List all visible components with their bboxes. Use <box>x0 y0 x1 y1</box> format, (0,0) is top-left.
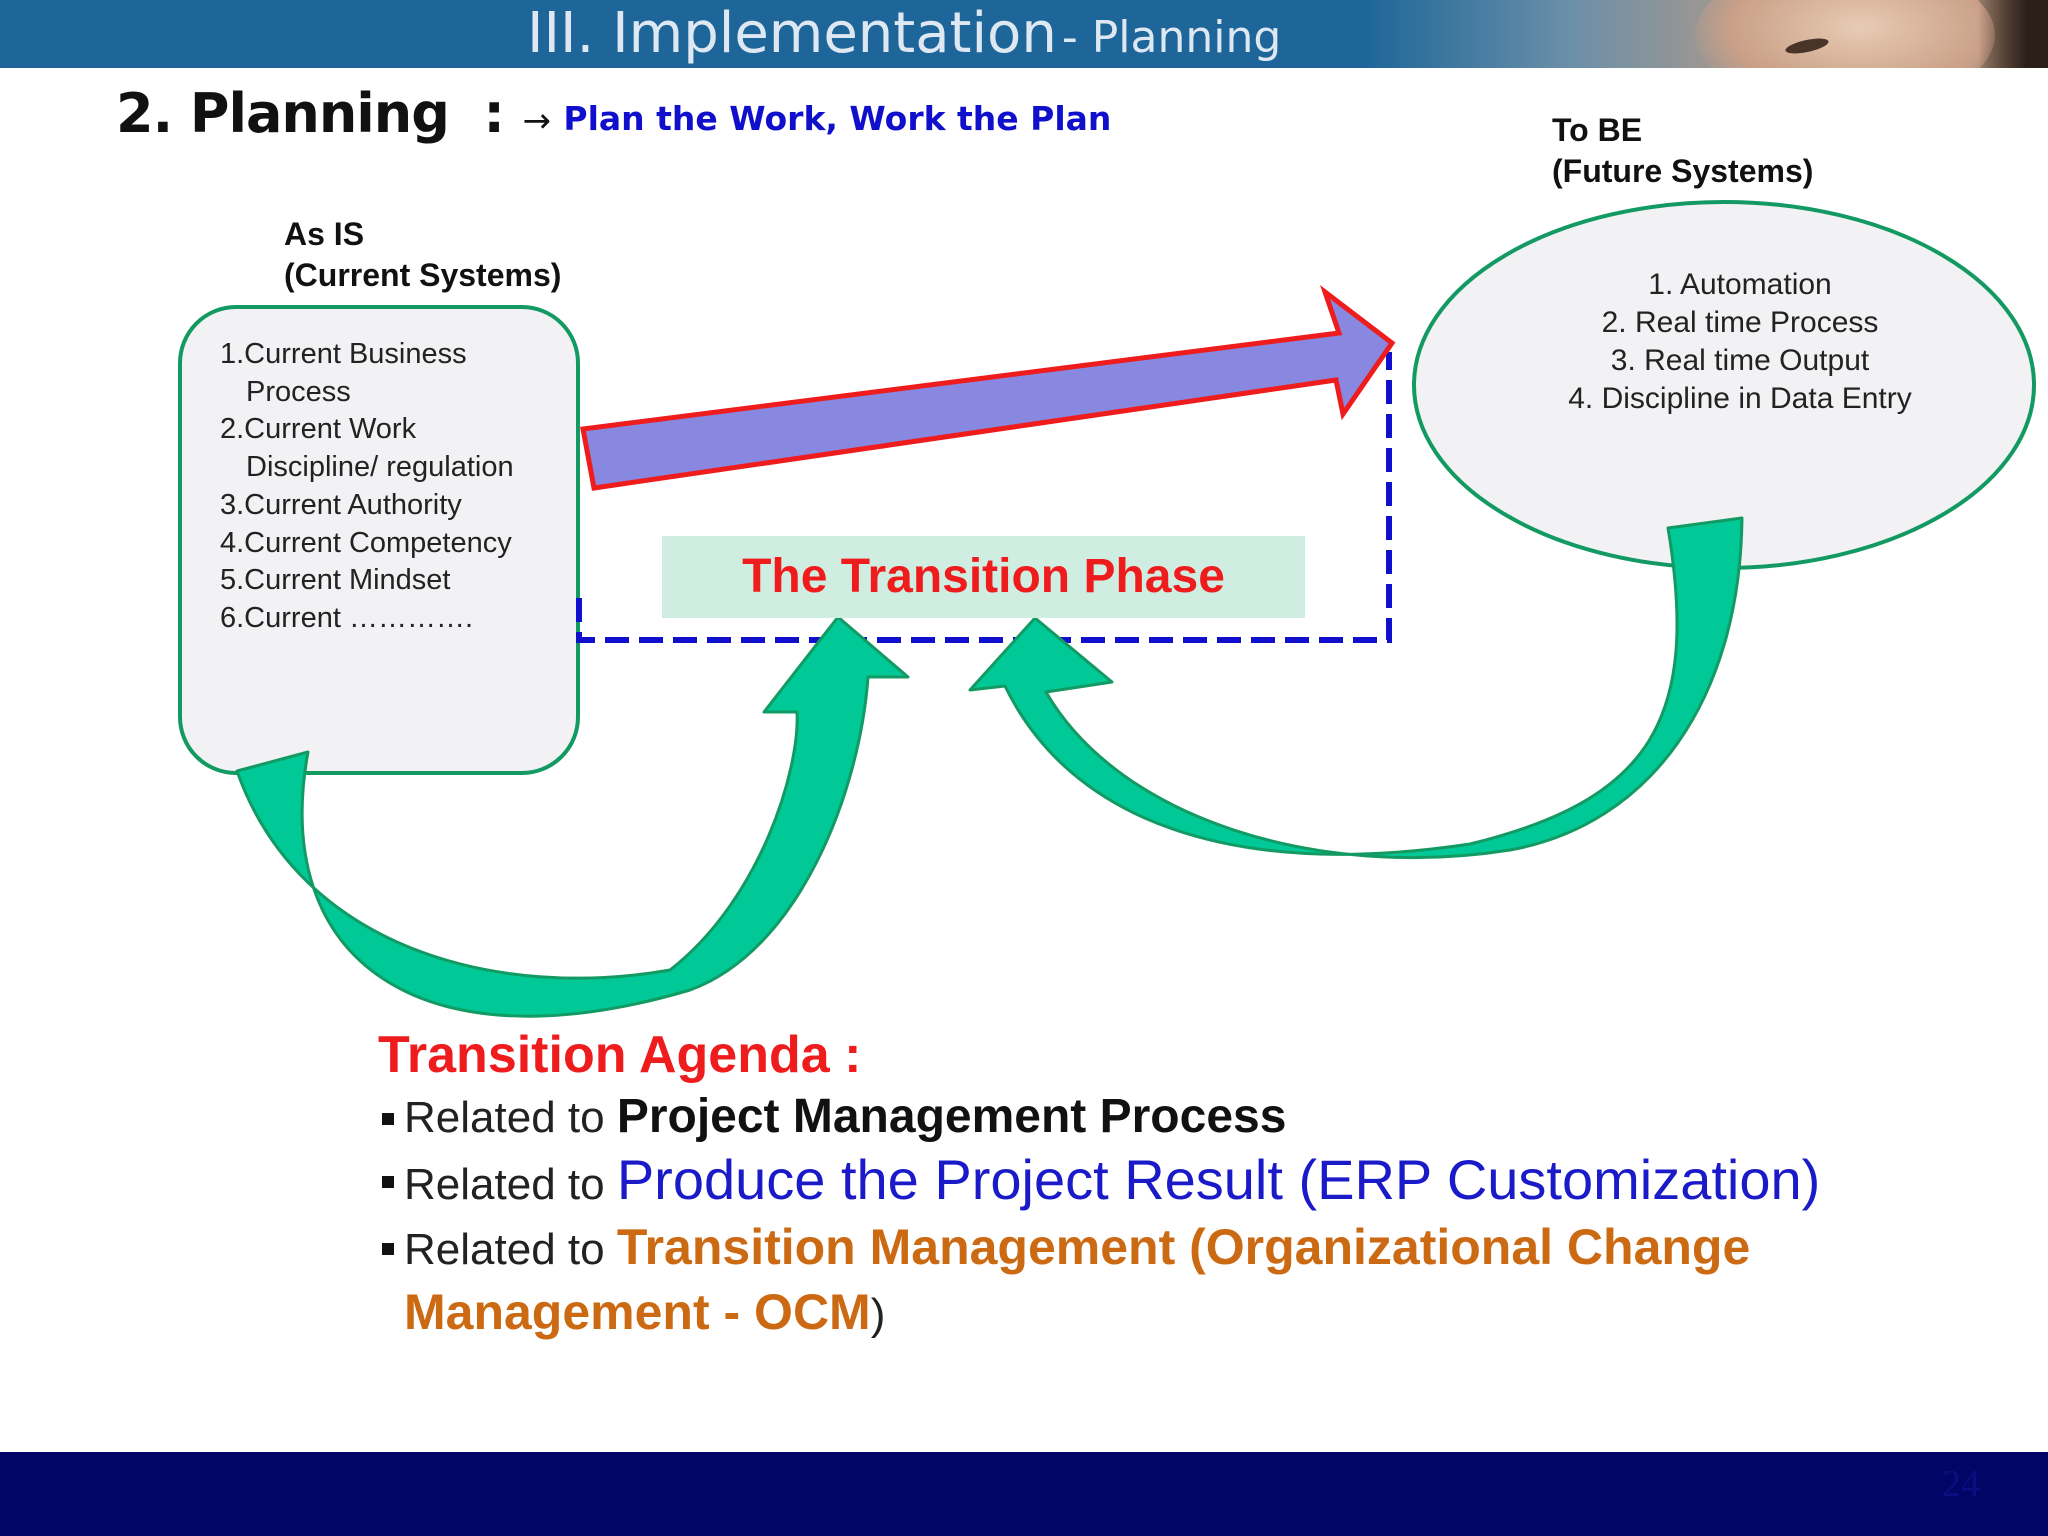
transition-phase-label: The Transition Phase <box>662 536 1305 618</box>
transition-dashed-outline <box>576 352 1392 643</box>
agenda-item: Related to Project Management Process <box>378 1086 1998 1149</box>
agenda-item-prefix: Related to <box>404 1160 617 1209</box>
page-number: 24 <box>1942 1463 1980 1505</box>
list-item: 1.Current Business <box>220 338 467 370</box>
bullet-icon <box>382 1176 394 1188</box>
to-be-caption-subtitle: (Future Systems) <box>1552 153 1814 189</box>
transition-agenda: Transition Agenda : Related to Project M… <box>378 1024 1998 1346</box>
list-item: 6.Current …………. <box>220 601 473 634</box>
bullet-icon <box>382 1113 394 1125</box>
to-be-caption: To BE (Future Systems) <box>1552 110 1813 192</box>
agenda-item-text: Project Management Process <box>616 1090 1287 1143</box>
list-item: 5.Current Mindset <box>220 564 451 597</box>
list-item: 4. Discipline in Data Entry <box>1568 382 1912 415</box>
list-item: 3. Real time Output <box>1610 344 1870 377</box>
agenda-item: Related to Produce the Project Result (E… <box>378 1149 1998 1216</box>
agenda-item-prefix: Related to <box>404 1093 617 1142</box>
to-be-to-transition-arrow <box>968 516 1744 860</box>
agenda-item-text-continued: Management - OCM <box>404 1284 871 1340</box>
agenda-item-prefix: Related to <box>404 1225 617 1274</box>
page-heading: 2. Planning : → Plan the Work, Work the … <box>116 84 1111 144</box>
header-photo <box>1365 0 2048 68</box>
as-is-to-be-arrow <box>580 285 1396 491</box>
heading-title: 2. Planning <box>116 82 450 145</box>
list-item: 2.Current Work <box>220 413 417 446</box>
agenda-item: Related to Transition Management (Organi… <box>378 1216 1998 1346</box>
header-title-main: III. Implementation <box>527 1 1057 66</box>
as-is-box <box>178 305 580 775</box>
as-is-caption: As IS (Current Systems) <box>284 214 561 296</box>
as-is-to-transition-arrow <box>235 615 910 1018</box>
heading-slogan: Plan the Work, Work the Plan <box>563 99 1112 138</box>
heading-arrow: → <box>522 101 551 141</box>
header-title-sub: - Planning <box>1061 12 1282 63</box>
list-item: 3.Current Authority <box>220 488 462 521</box>
header-title: III. Implementation - Planning <box>527 2 1281 66</box>
agenda-item-text: Transition Management (Organizational Ch… <box>616 1219 1751 1275</box>
bullet-icon <box>382 1243 394 1255</box>
agenda-item-text: Produce the Project Result (ERP Customiz… <box>616 1148 1821 1211</box>
as-is-caption-subtitle: (Current Systems) <box>284 257 562 293</box>
to-be-caption-title: To BE <box>1552 112 1643 148</box>
footer-bar <box>0 1452 2048 1536</box>
photo-face <box>1695 0 1995 68</box>
list-item: Process <box>246 375 351 408</box>
agenda-title: Transition Agenda : <box>378 1026 862 1084</box>
photo-hair <box>1978 0 2048 68</box>
as-is-list: 1.Current Business Process 2.Current Wor… <box>220 336 514 638</box>
as-is-caption-title: As IS <box>284 216 365 252</box>
list-item: Discipline/ regulation <box>246 451 514 484</box>
to-be-list: 1. Automation 2. Real time Process 3. Re… <box>1470 266 2010 418</box>
list-item: 4.Current Competency <box>220 526 512 559</box>
heading-separator: : <box>483 82 505 145</box>
agenda-item-close: ) <box>870 1290 886 1339</box>
list-item: 1. Automation <box>1648 268 1832 301</box>
list-item: 2. Real time Process <box>1601 306 1879 339</box>
